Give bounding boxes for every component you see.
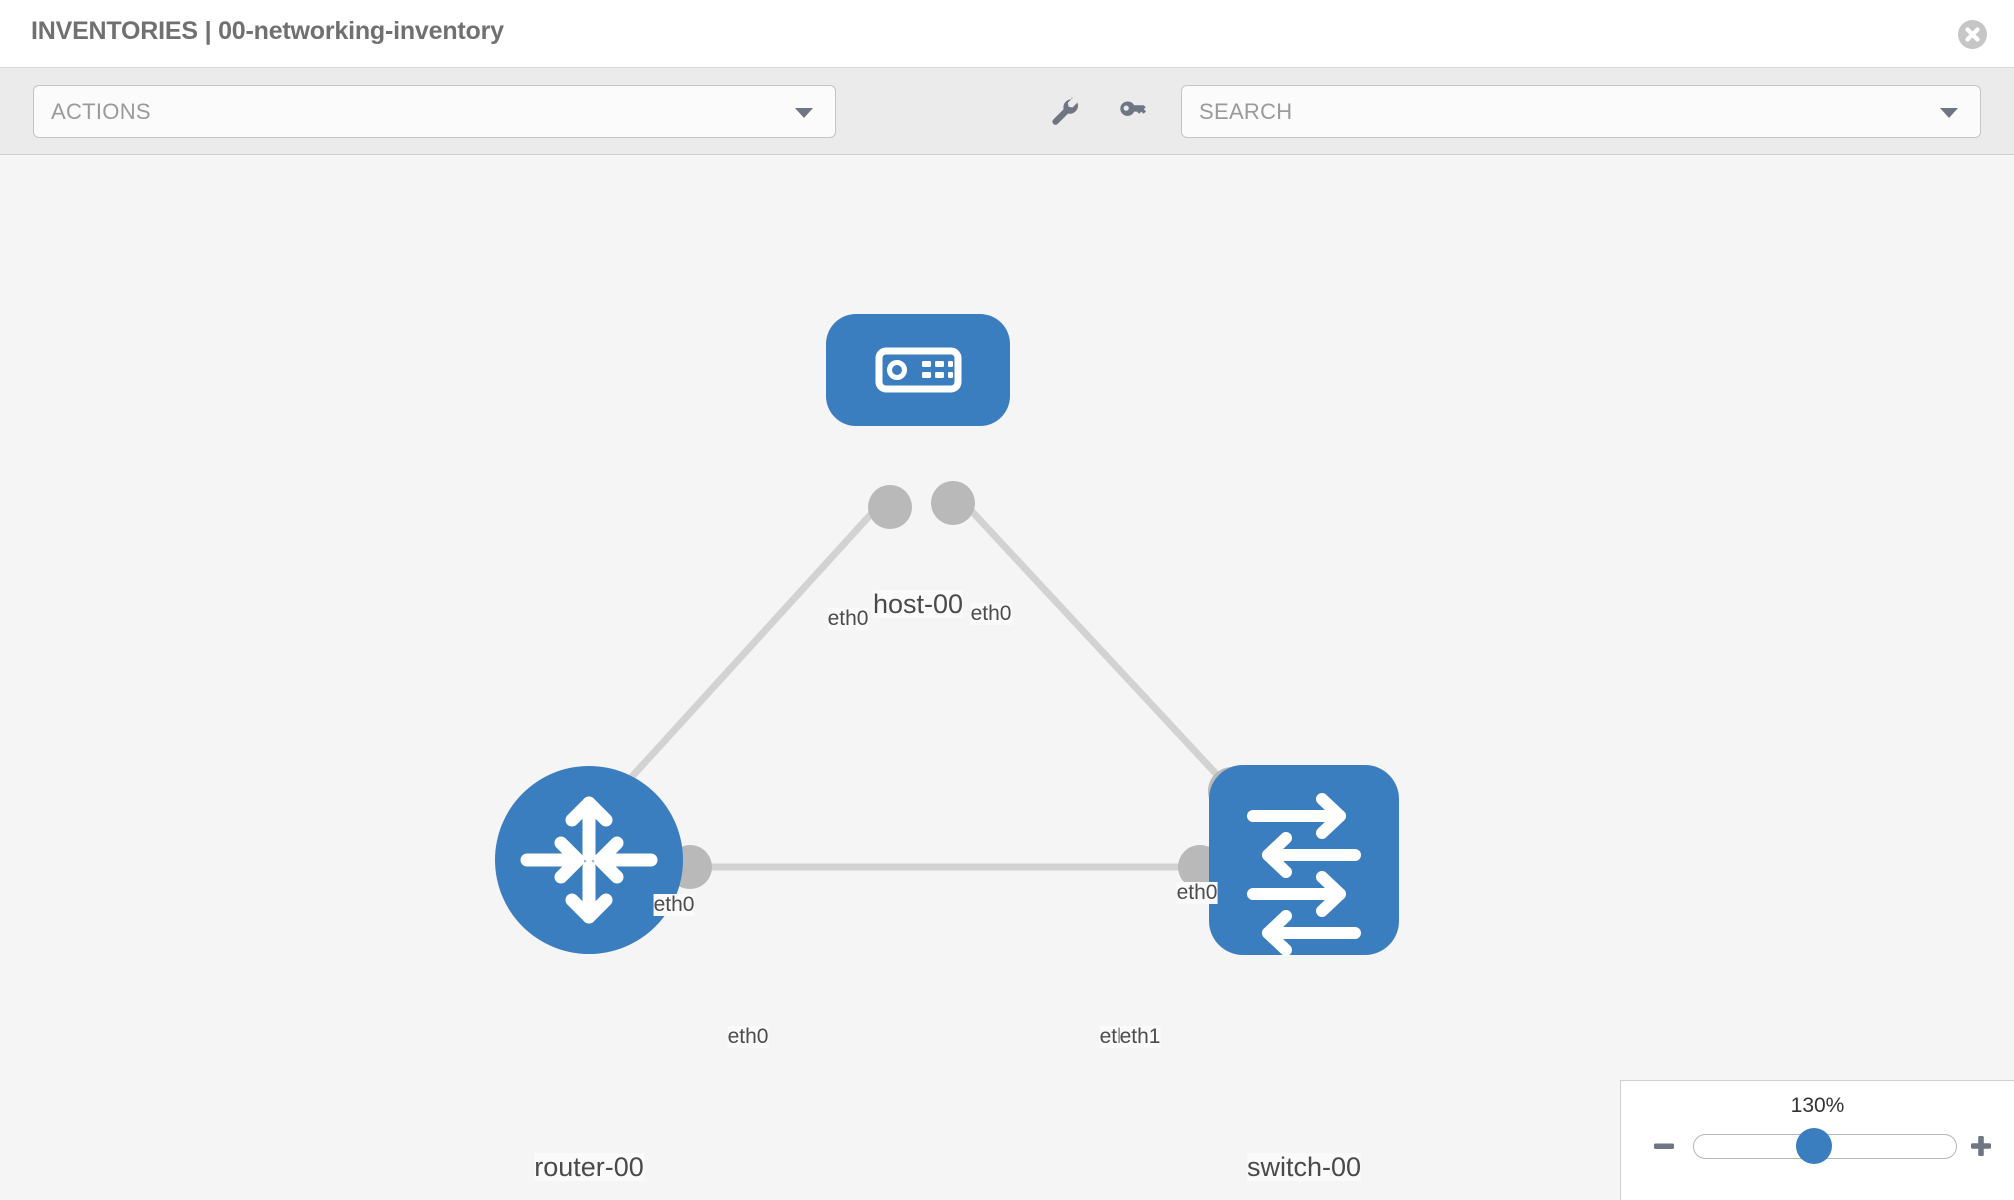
search-input[interactable]: SEARCH [1181,85,1981,138]
node-switch-00 [1209,765,1399,956]
zoom-out-icon[interactable] [1647,1129,1681,1163]
node-router-00 [495,766,683,954]
iface-label: eth1 [1119,1025,1161,1049]
connector-host-right [931,481,975,525]
node-host-00 [826,314,1010,426]
edge-host-router [625,487,896,784]
zoom-in-icon[interactable] [1964,1129,1998,1163]
wrench-icon[interactable] [1043,90,1087,134]
edge-host-switch [949,487,1235,794]
router-arrows-icon [520,796,658,924]
actions-dropdown[interactable]: ACTIONS [33,85,836,138]
iface-label: eth0 [1176,881,1218,905]
iface-label: eth0 [653,893,695,917]
search-placeholder: SEARCH [1199,99,1293,124]
zoom-percent-label: 130% [1790,1094,1845,1117]
node-label-router-00: router-00 [534,1152,644,1182]
page-header: INVENTORIES | 00-networking-inventory [0,0,2014,68]
connector-host-left [868,485,912,529]
actions-dropdown-label: ACTIONS [51,99,151,124]
topology-edges [625,487,1235,871]
iface-label: eth0 [727,1025,769,1049]
zoom-slider-thumb[interactable] [1796,1128,1832,1164]
iface-label: eth0 [970,602,1012,626]
page-title: INVENTORIES | 00-networking-inventory [31,17,504,45]
close-icon[interactable] [1958,20,1987,49]
topology-connectors [668,481,1256,889]
topology-canvas[interactable]: eth0 eth0 eth0 eth0 eth0 eth0 eth1 host-… [0,155,2014,1200]
chevron-down-icon [795,108,813,118]
switch-arrows-icon [1247,793,1361,956]
node-label-host-00: host-00 [872,589,964,619]
node-label-switch-00: switch-00 [1246,1152,1362,1182]
iface-label: eth0 [827,607,869,631]
server-icon [875,347,962,393]
chevron-down-icon[interactable] [1940,108,1958,118]
zoom-control-panel: 130% [1620,1080,2014,1200]
toolbar: ACTIONS SEARCH [0,68,2014,155]
key-icon[interactable] [1111,90,1155,134]
